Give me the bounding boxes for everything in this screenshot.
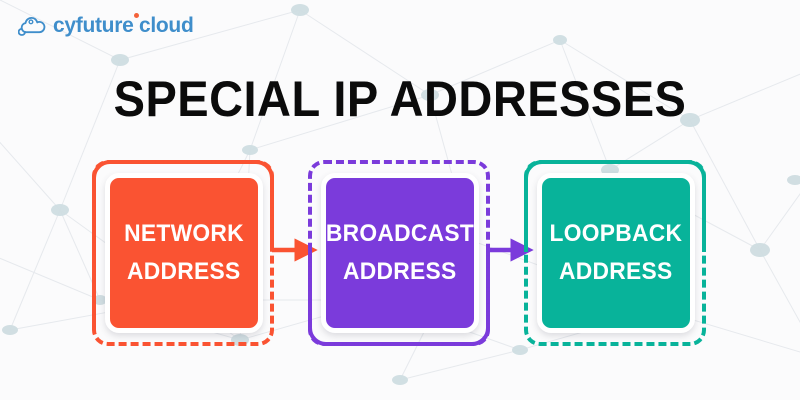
card-broadcast-address[interactable]: BROADCAST ADDRESS	[321, 173, 479, 333]
brand-name: cyfuture cloud	[53, 13, 194, 37]
card-loopback-address[interactable]: LOOPBACK ADDRESS	[537, 173, 695, 333]
card-network-address[interactable]: NETWORK ADDRESS	[105, 173, 263, 333]
card-loopback-address-line2: ADDRESS	[559, 258, 673, 285]
brand-logo[interactable]: cyfuture cloud	[18, 13, 194, 37]
card-loopback-address-line1: LOOPBACK	[549, 220, 683, 247]
card-broadcast-address-line1: BROADCAST	[325, 220, 475, 247]
card-broadcast-address-line2: ADDRESS	[343, 258, 457, 285]
cloud-icon	[18, 16, 46, 36]
logo-accent-dot	[134, 13, 140, 18]
page-title: SPECIAL IP ADDRESSES	[113, 71, 687, 127]
card-network-address-line1: NETWORK	[124, 220, 244, 247]
card-network-address-line2: ADDRESS	[127, 258, 241, 285]
